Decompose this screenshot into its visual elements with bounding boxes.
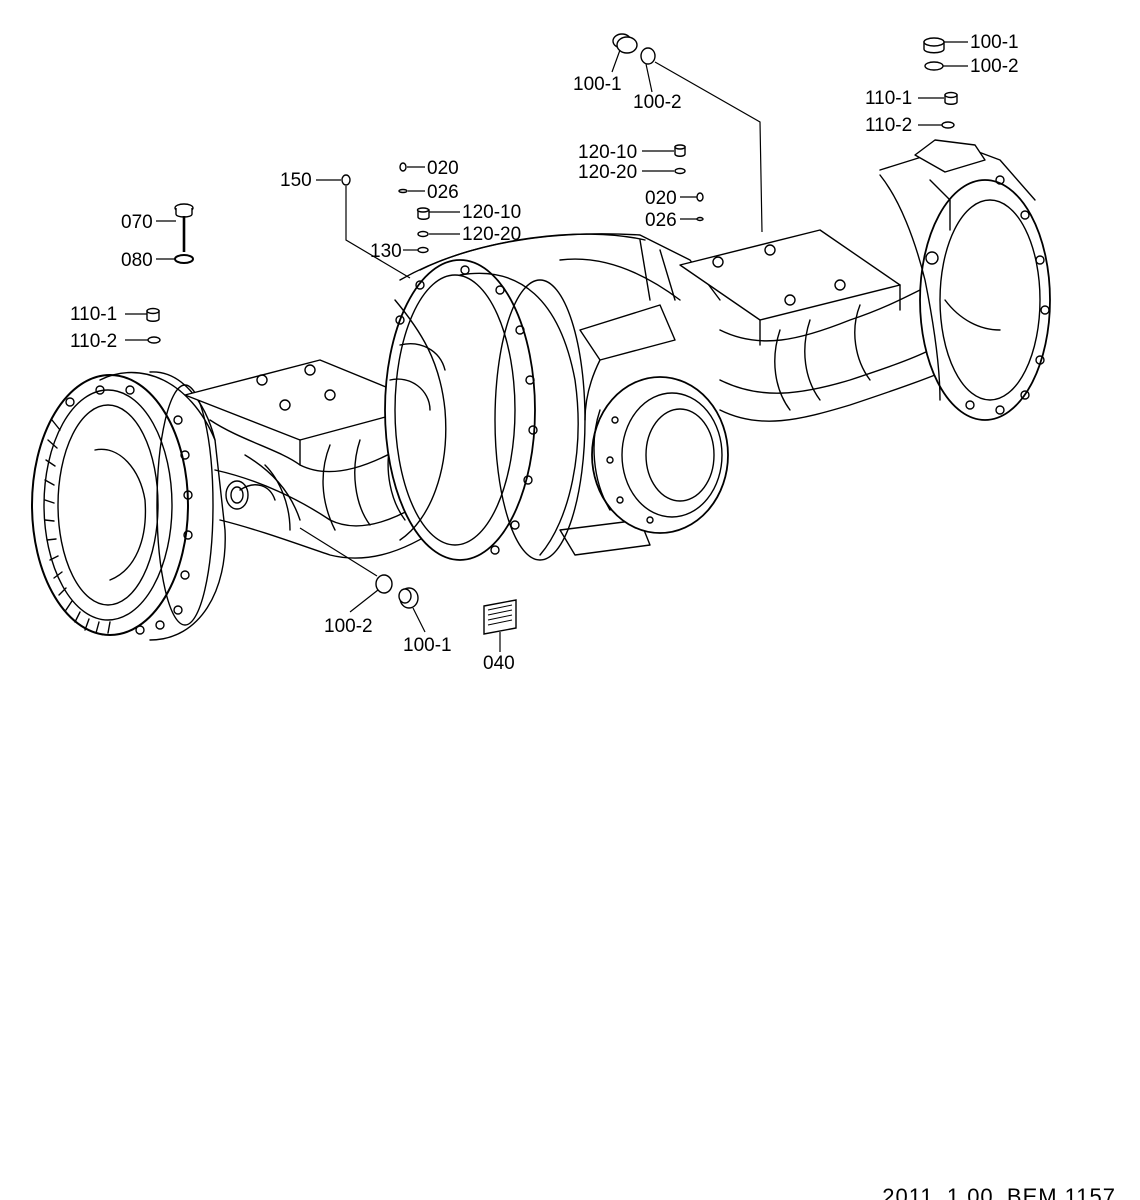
o-ring-110-2-right-icon [941,121,955,129]
drawing-reference-code: 2011_1.00_BEM 1157 [882,1184,1116,1200]
callout-026-right: 026 [645,210,677,231]
o-ring-110-2-left-icon [147,336,161,344]
leader-lines [125,41,968,652]
seal-026-right-icon [696,216,704,222]
center-housing-drawing [384,233,721,561]
callout-110-2-left: 110-2 [70,331,117,352]
callout-020-left: 020 [427,158,459,179]
screw-020-right-icon [696,192,704,202]
part-glyphs [146,33,958,635]
right-arm-drawing [679,229,936,422]
callout-020-right: 020 [645,188,677,209]
callout-100-2-bottom: 100-2 [324,616,373,637]
screw-150-icon [341,174,351,186]
callout-040: 040 [483,653,515,674]
callout-labels: 100-1 100-2 100-1 100-2 110-1 110-2 120-… [70,32,1019,674]
o-ring-100-2-top-center-icon [640,47,656,65]
o-ring-100-2-bottom-icon [375,574,393,594]
callout-110-1-right: 110-1 [865,88,912,109]
callout-026-left: 026 [427,182,459,203]
callout-120-10-left: 120-10 [462,202,521,223]
o-ring-080-icon [174,254,194,264]
o-ring-120-20-left-icon [417,230,429,238]
dipstick-070-icon [174,203,194,252]
type-plate-040-icon [483,599,517,635]
seal-026-left-icon [398,188,408,194]
callout-120-20-left: 120-20 [462,224,521,245]
screw-020-left-icon [399,162,407,172]
callout-080: 080 [121,250,153,271]
callout-100-2-top-center: 100-2 [633,92,682,113]
callout-150: 150 [280,170,312,191]
callout-110-2-right: 110-2 [865,115,912,136]
plug-100-1-top-center-icon [612,33,638,54]
callout-110-1-left: 110-1 [70,304,117,325]
axle-housing-drawing [31,139,1051,641]
plug-120-10-center-icon [674,144,686,157]
callout-120-10-center: 120-10 [578,142,637,163]
o-ring-120-20-center-icon [674,167,686,175]
callout-120-20-center: 120-20 [578,162,637,183]
plug-100-1-top-right-icon [923,37,945,54]
callout-070: 070 [121,212,153,233]
o-ring-130-icon [417,246,429,254]
plug-110-1-right-icon [944,91,958,105]
callout-100-1-top-right: 100-1 [970,32,1019,53]
o-ring-100-2-top-right-icon [924,61,944,71]
left-hub-drawing [31,371,226,641]
plug-110-1-left-icon [146,307,160,322]
callout-100-2-top-right: 100-2 [970,56,1019,77]
callout-130: 130 [370,241,402,262]
callout-100-1-top-center: 100-1 [573,74,622,95]
plug-100-1-bottom-icon [398,587,419,609]
callout-100-1-bottom: 100-1 [403,635,452,656]
pinion-flange-drawing [591,376,729,534]
right-hub-drawing [879,139,1051,421]
plug-120-10-left-icon [416,207,430,220]
